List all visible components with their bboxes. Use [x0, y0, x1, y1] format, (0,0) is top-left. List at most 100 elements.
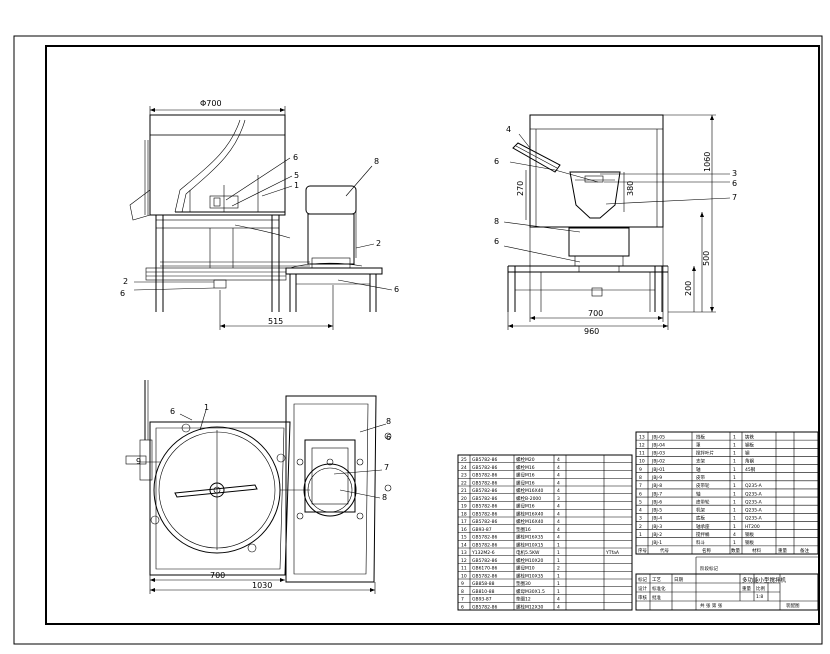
parts-right-mat: Q235-A: [745, 491, 763, 497]
parts-header-note: 备注: [800, 547, 809, 554]
parts-left-code: GB5782-86: [472, 558, 498, 564]
parts-right-qty: 1: [733, 451, 736, 457]
balloon-side-3: 3: [732, 169, 737, 178]
parts-left-no: 18: [461, 511, 467, 517]
parts-right-name: 皮带轮: [696, 482, 710, 489]
parts-left-code: GB810-88: [472, 589, 495, 595]
balloon-front-2: 5: [294, 171, 299, 180]
parts-right-qty: 4: [733, 532, 736, 538]
outer-border: [13, 35, 823, 645]
balloon-front-7: 2: [376, 239, 381, 248]
parts-right-mat: Q235-A: [745, 483, 763, 489]
parts-right-name: 支架: [696, 458, 705, 465]
parts-left-name: 螺母M16: [516, 503, 535, 510]
balloon-plan-7: 8: [382, 493, 387, 502]
parts-header-mat: 材料: [752, 547, 761, 554]
part-balloons: 6 5 1 2 6 8 2 6 4 6 3 6 7 8 6 6 1 9 8 6 …: [120, 125, 737, 502]
parts-left-qty: 1: [557, 573, 560, 579]
balloon-plan-5: 6: [386, 433, 391, 442]
balloon-side-4: 6: [732, 179, 737, 188]
parts-left-no: 20: [461, 496, 467, 502]
parts-right-code: JBJ-02: [651, 459, 665, 465]
parts-left-name: 螺栓M20: [516, 456, 535, 463]
balloon-side-2: 6: [494, 157, 499, 166]
balloon-side-1: 4: [506, 125, 511, 134]
parts-left-name: 螺栓M12X30: [516, 603, 544, 610]
parts-right-mat: 45钢: [745, 466, 756, 473]
dim-1030: 1030: [252, 581, 272, 590]
parts-right-no: 10: [639, 459, 645, 465]
parts-right-name: 罩: [696, 442, 701, 448]
parts-left-name: 电机5.5KW: [516, 549, 540, 556]
parts-left-qty: 4: [557, 597, 560, 603]
parts-left-name: 螺母M16: [516, 479, 535, 486]
dim-phi700: Φ700: [200, 99, 222, 108]
parts-left-qty: 1: [557, 550, 560, 556]
parts-left-no: 12: [461, 558, 467, 564]
parts-right-name: 皮带轮: [696, 498, 710, 505]
parts-left-no: 24: [461, 465, 467, 471]
parts-right-code: JBJ-04: [651, 442, 665, 448]
parts-right-no: 12: [639, 442, 645, 448]
scale-label: 比例: [756, 585, 765, 592]
parts-left-qty: 4: [557, 488, 560, 494]
parts-right-name: 底板: [696, 515, 705, 522]
parts-left-qty: 2: [557, 566, 560, 572]
parts-right-name: 机架: [696, 507, 705, 514]
parts-right-code: JBJ-2: [651, 532, 662, 538]
balloon-front-6: 8: [374, 157, 379, 166]
parts-left-name: 螺母M10: [516, 565, 535, 572]
inner-border: [45, 45, 820, 625]
parts-right-name: 料斗: [696, 539, 705, 546]
parts-left-name: 螺栓M10X15: [516, 541, 544, 548]
parts-right-qty: 1: [733, 499, 736, 505]
parts-right-qty: 1: [733, 516, 736, 522]
dim-700-side: 700: [588, 309, 603, 318]
parts-left-code: GB5782-86: [472, 473, 498, 479]
parts-left-no: 19: [461, 504, 467, 510]
parts-table-right: [635, 431, 819, 555]
parts-left-name: 垫圈12: [516, 596, 531, 603]
tb-row-6: 日期: [674, 577, 683, 583]
parts-left-qty: 4: [557, 604, 560, 610]
weight-label: 重量: [742, 585, 751, 592]
balloon-front-8: 6: [394, 285, 399, 294]
parts-right-code: JBJ-03: [651, 451, 665, 457]
parts-right-no: 7: [639, 483, 642, 489]
parts-left-code: GB5782-86: [472, 542, 498, 548]
parts-right-mat: 铸铁: [745, 433, 754, 440]
parts-left-qty: 4: [557, 480, 560, 486]
parts-left-no: 25: [461, 457, 467, 463]
parts-right-qty: 1: [733, 483, 736, 489]
parts-right-code: JBJ-8: [651, 483, 662, 489]
parts-right-name: 皮带: [696, 474, 705, 481]
dim-1060: 1060: [703, 152, 712, 172]
parts-left-name: 螺母M16: [516, 472, 535, 479]
parts-right-name: 轴: [696, 490, 701, 497]
balloon-plan-6: 7: [384, 463, 389, 472]
parts-left-name: 螺母M30X1.5: [516, 588, 545, 595]
parts-right-mat: HT200: [745, 524, 760, 530]
parts-left-no: 13: [461, 550, 467, 556]
parts-right-mat: Q235-A: [745, 499, 763, 505]
parts-right-mat: Q235-A: [745, 516, 763, 522]
parts-right-name: 搅拌叶片: [696, 450, 714, 457]
parts-right-qty: 1: [733, 442, 736, 448]
parts-header-no: 序号: [638, 547, 647, 554]
parts-left-no: 9: [461, 581, 464, 587]
parts-left-no: 16: [461, 527, 467, 533]
parts-left-no: 17: [461, 519, 467, 525]
parts-left-code: GB5782-86: [472, 573, 498, 579]
balloon-front-4: 2: [123, 277, 128, 286]
parts-right-qty: 1: [733, 434, 736, 440]
balloon-plan-4: 8: [386, 417, 391, 426]
parts-right-qty: 1: [733, 508, 736, 514]
drawing-code: 装配图: [786, 602, 800, 609]
parts-left-code: Y132M2-6: [471, 550, 495, 556]
parts-header-name: 名称: [702, 547, 711, 554]
parts-left-code: GB93-87: [472, 597, 492, 603]
parts-left-code: GB5782-86: [472, 535, 498, 541]
parts-right-mat: 钢板: [745, 539, 754, 546]
